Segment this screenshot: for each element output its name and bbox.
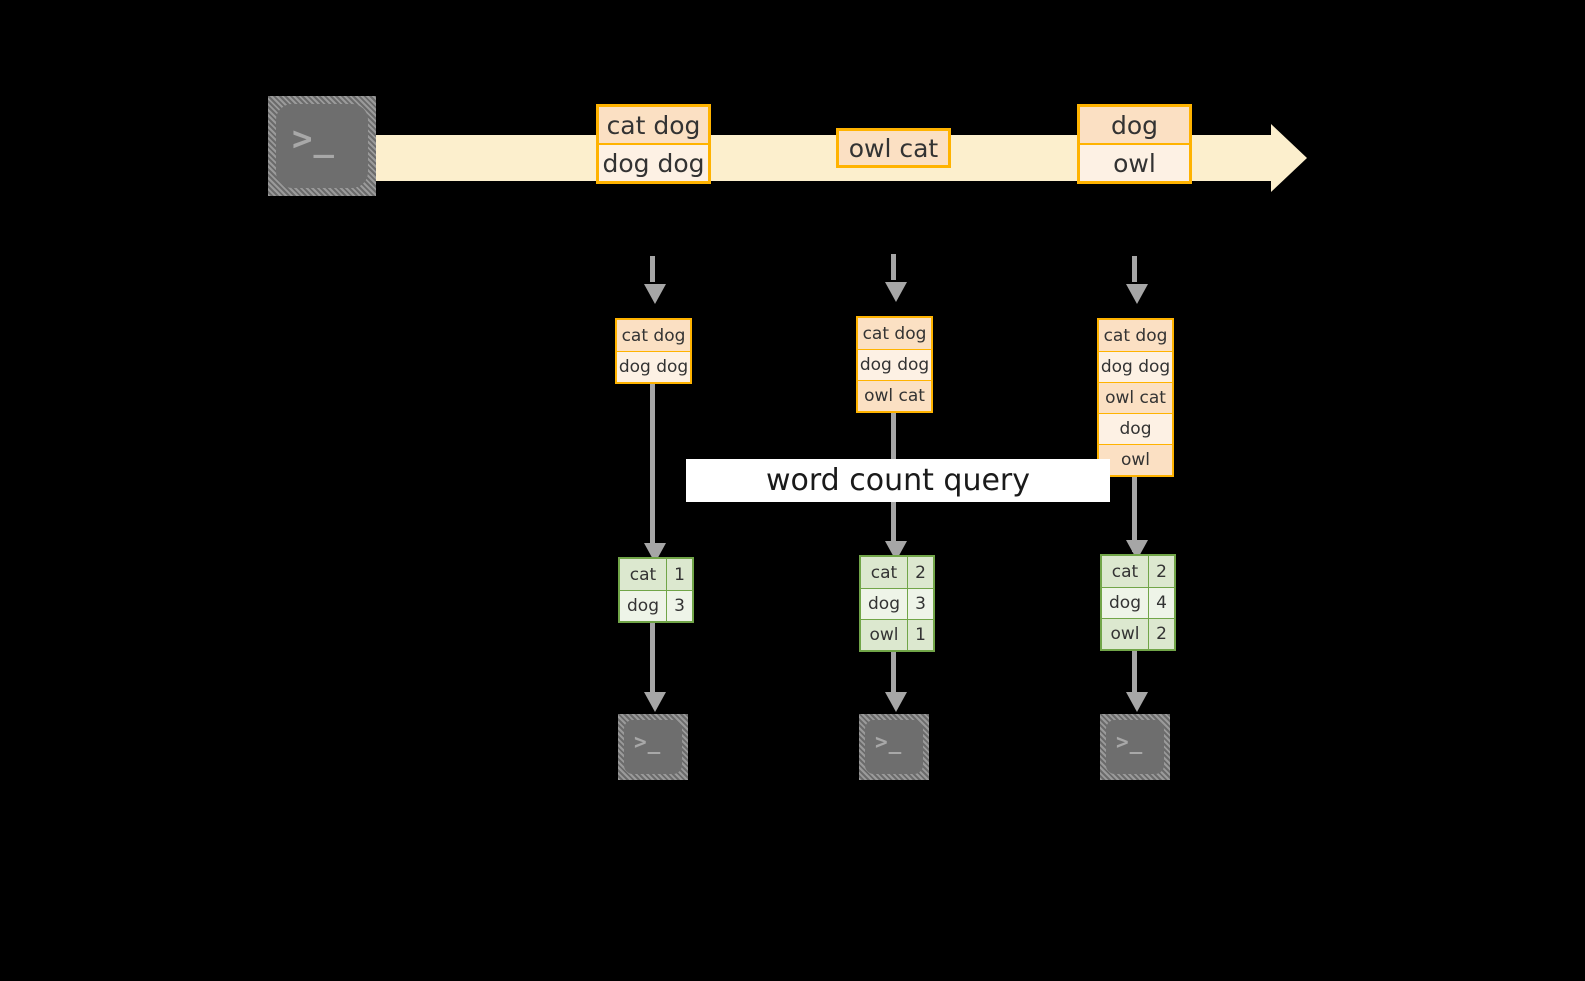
sink-connector-2 <box>891 652 896 700</box>
sink-connector-1 <box>650 622 655 700</box>
result-row: cat 1 <box>620 559 692 590</box>
result-table-3: cat 2 dog 4 owl 2 <box>1100 554 1176 651</box>
sink-terminal-2: >_ <box>859 714 929 780</box>
sink-terminal-3: >_ <box>1100 714 1170 780</box>
snapshot-input-row: dog dog <box>617 351 690 382</box>
snapshot-input-row: cat dog <box>858 318 931 349</box>
terminal-screen: >_ <box>624 720 682 774</box>
stream-record: owl cat <box>839 131 948 165</box>
prompt-icon: >_ <box>875 730 903 754</box>
result-word: cat <box>1102 556 1148 587</box>
stream-group-3: dog owl <box>1077 104 1192 184</box>
result-row: dog 4 <box>1102 587 1174 618</box>
snapshot-input-row: owl <box>1099 444 1172 475</box>
snapshot-input-row: dog dog <box>1099 351 1172 382</box>
snapshot-feed-arrowhead-3 <box>1126 284 1148 304</box>
result-row: owl 1 <box>861 619 933 650</box>
result-row: owl 2 <box>1102 618 1174 649</box>
result-word: cat <box>861 557 907 588</box>
stream-group-1: cat dog dog dog <box>596 104 711 184</box>
snapshot-feed-dash-3 <box>1132 256 1137 282</box>
result-word: cat <box>620 559 666 590</box>
sink-connector-arrowhead-3 <box>1126 692 1148 712</box>
snapshot-feed-dash-2 <box>891 254 896 280</box>
snapshot-feed-arrowhead-1 <box>644 284 666 304</box>
prompt-icon: >_ <box>634 730 662 754</box>
result-count: 2 <box>1148 556 1174 587</box>
stream-record: dog <box>1080 107 1189 143</box>
result-count: 4 <box>1148 588 1174 618</box>
terminal-screen: >_ <box>1106 720 1164 774</box>
prompt-icon: >_ <box>292 119 335 159</box>
stream-record: dog dog <box>599 143 708 181</box>
snapshot-3-input-table: cat dog dog dog owl cat dog owl <box>1097 318 1174 477</box>
result-count: 3 <box>666 591 692 621</box>
snapshot-feed-arrowhead-2 <box>885 282 907 302</box>
snapshot-feed-dash-1 <box>650 256 655 282</box>
stream-arrow-head <box>1271 124 1307 192</box>
sink-connector-3 <box>1132 651 1137 700</box>
snapshot-2-input-table: cat dog dog dog owl cat <box>856 316 933 413</box>
result-row: dog 3 <box>861 588 933 619</box>
source-terminal: >_ <box>268 96 376 196</box>
query-connector-1 <box>650 382 655 552</box>
stream-record: cat dog <box>599 107 708 143</box>
snapshot-input-row: owl cat <box>1099 382 1172 413</box>
result-word: dog <box>1102 588 1148 618</box>
result-count: 2 <box>1148 619 1174 649</box>
result-count: 1 <box>666 559 692 590</box>
result-count: 3 <box>907 589 933 619</box>
prompt-icon: >_ <box>1116 730 1144 754</box>
result-word: dog <box>620 591 666 621</box>
query-connector-3 <box>1132 474 1137 552</box>
result-word: owl <box>861 620 907 650</box>
result-table-1: cat 1 dog 3 <box>618 557 694 623</box>
result-row: cat 2 <box>861 557 933 588</box>
snapshot-input-row: owl cat <box>858 380 931 411</box>
result-row: cat 2 <box>1102 556 1174 587</box>
snapshot-input-row: dog <box>1099 413 1172 444</box>
result-count: 1 <box>907 620 933 650</box>
sink-terminal-1: >_ <box>618 714 688 780</box>
query-label: word count query <box>686 459 1110 502</box>
result-word: owl <box>1102 619 1148 649</box>
snapshot-input-row: dog dog <box>858 349 931 380</box>
terminal-screen: >_ <box>276 104 368 188</box>
snapshot-input-row: cat dog <box>617 320 690 351</box>
result-count: 2 <box>907 557 933 588</box>
stream-group-2: owl cat <box>836 128 951 168</box>
sink-connector-arrowhead-2 <box>885 692 907 712</box>
sink-connector-arrowhead-1 <box>644 692 666 712</box>
stream-record: owl <box>1080 143 1189 181</box>
snapshot-1-input-table: cat dog dog dog <box>615 318 692 384</box>
result-word: dog <box>861 589 907 619</box>
snapshot-input-row: cat dog <box>1099 320 1172 351</box>
result-table-2: cat 2 dog 3 owl 1 <box>859 555 935 652</box>
terminal-screen: >_ <box>865 720 923 774</box>
result-row: dog 3 <box>620 590 692 621</box>
